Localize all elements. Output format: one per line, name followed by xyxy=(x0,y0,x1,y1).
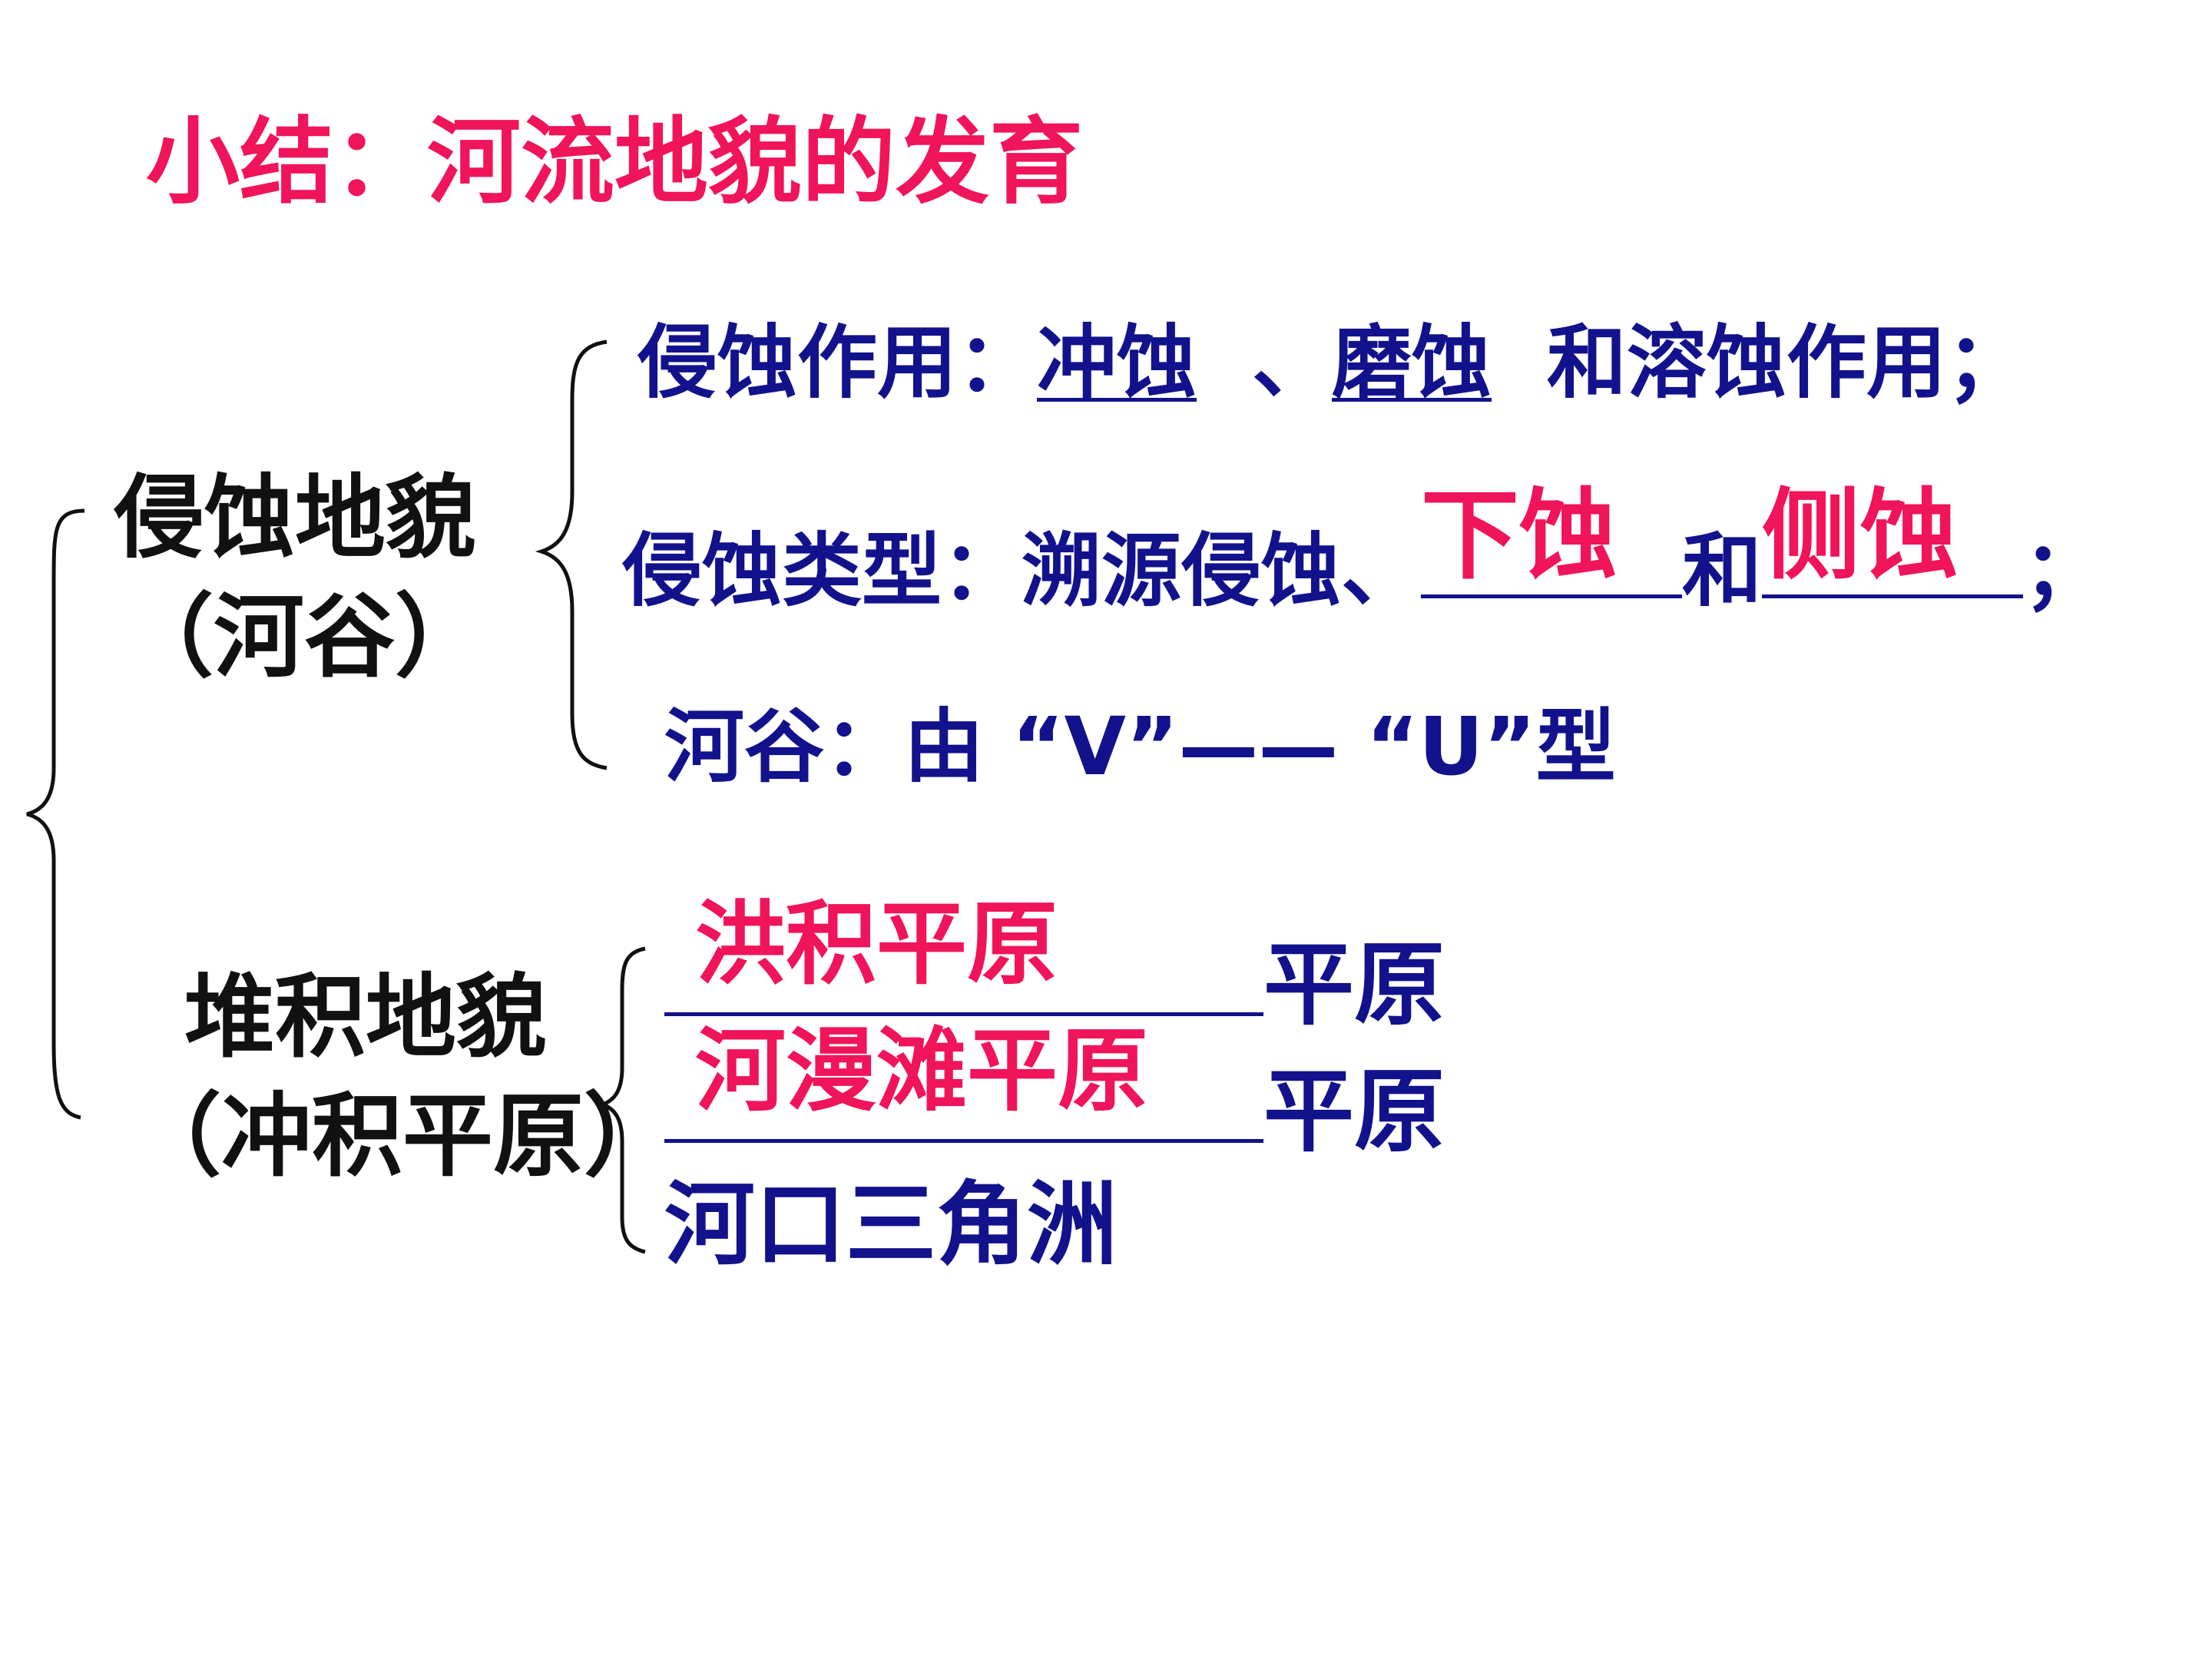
erosion-action-answer-2: 磨蚀 xyxy=(1332,316,1492,409)
erosion-type-suffix: ； xyxy=(2023,524,2104,618)
deposition-item-1-blank: 洪积平原 xyxy=(664,899,1263,1016)
deposition-brace xyxy=(598,946,646,1254)
deposition-item-3: 河口三角洲 xyxy=(664,1171,1118,1277)
erosion-action-prefix: 侵蚀作用： xyxy=(637,316,1038,409)
deposition-item-1: 洪积平原平原 xyxy=(664,899,1445,1030)
page-title: 小结：河流地貌的发育 xyxy=(146,108,1083,217)
erosion-type-mid: 和 xyxy=(1682,524,1763,618)
erosion-type-answer-1: 下蚀 xyxy=(1421,478,1618,593)
erosion-action-row: 侵蚀作用：冲蚀、磨蚀和溶蚀作用； xyxy=(637,323,2026,402)
deposition-item-2-answer: 河漫滩平原 xyxy=(695,1018,1149,1124)
deposition-item-1-answer: 洪积平原 xyxy=(695,891,1058,997)
deposition-item-2: 河漫滩平原平原 xyxy=(664,1025,1445,1157)
erosion-action-answer-1: 冲蚀 xyxy=(1037,316,1197,409)
erosion-type-blank-1: 下蚀 xyxy=(1421,487,1683,598)
erosion-type-row: 侵蚀类型：溯源侵蚀、下蚀和侧蚀； xyxy=(622,487,2103,611)
erosion-landform-sublabel: （河谷） xyxy=(123,584,486,690)
deposition-item-1-suffix: 平原 xyxy=(1263,932,1445,1038)
deposition-item-2-blank: 河漫滩平原 xyxy=(664,1025,1263,1143)
erosion-type-prefix: 侵蚀类型：溯源侵蚀、 xyxy=(622,524,1422,618)
erosion-landform-label: 侵蚀地貌 xyxy=(114,465,477,571)
erosion-type-blank-2: 侧蚀 xyxy=(1762,487,2024,598)
main-brace xyxy=(26,508,85,1120)
erosion-type-answer-2: 侧蚀 xyxy=(1762,478,1959,593)
erosion-action-suffix: 和溶蚀作用； xyxy=(1547,316,2027,409)
deposition-landform-label: 堆积地貌 xyxy=(184,964,548,1070)
erosion-action-sep: 、 xyxy=(1252,316,1333,409)
valley-row: 河谷：由 “V”—— “U”型 xyxy=(664,700,1616,793)
deposition-landform-sublabel: （冲积平原） xyxy=(131,1083,675,1189)
deposition-item-2-suffix: 平原 xyxy=(1263,1058,1445,1164)
erosion-brace xyxy=(535,339,608,770)
